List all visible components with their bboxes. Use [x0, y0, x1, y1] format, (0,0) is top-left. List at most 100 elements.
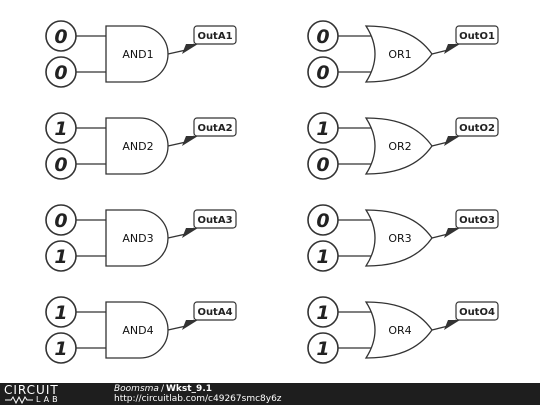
input-pin-1[interactable] — [45, 204, 77, 236]
meta-separator: / — [160, 384, 164, 394]
circuit-title[interactable]: Wkst_9.1 — [165, 384, 212, 394]
input-value-1: 1 — [316, 302, 329, 324]
input-value-1: 0 — [316, 210, 329, 232]
circuit-or2: 1 0 OR2 OutO2 — [307, 112, 499, 180]
circuit-and3: 0 1 AND3 OutA3 — [45, 204, 237, 272]
circuit-url-link[interactable]: http://circuitlab.com/c49267smc8y6z — [114, 394, 282, 404]
output-probe-label: OutO3 — [459, 215, 495, 226]
or-gate-body[interactable] — [364, 301, 433, 359]
input-pin-2[interactable] — [45, 332, 77, 364]
input-value-2: 1 — [316, 246, 329, 268]
input-value-2: 0 — [316, 62, 329, 84]
output-probe[interactable] — [193, 25, 237, 45]
circuit-and2: 1 0 AND2 OutA2 — [45, 112, 237, 180]
output-probe[interactable] — [193, 301, 237, 321]
input-pin-2[interactable] — [307, 56, 339, 88]
output-probe-label: OutA3 — [197, 215, 232, 226]
output-probe-label: OutO1 — [459, 31, 495, 42]
input-value-1: 1 — [54, 118, 67, 140]
output-probe-label: OutO4 — [459, 307, 495, 318]
input-pin-2[interactable] — [307, 240, 339, 272]
input-value-1: 0 — [316, 26, 329, 48]
output-probe[interactable] — [455, 301, 499, 321]
input-wire — [338, 219, 374, 257]
input-pin-1[interactable] — [307, 296, 339, 328]
output-probe[interactable] — [193, 117, 237, 137]
logo-text-circuit: CIRCUIT — [4, 383, 59, 397]
circuitlab-logo[interactable]: CIRCUIT LAB — [4, 384, 106, 404]
probe-pointer — [182, 320, 198, 330]
input-wire — [338, 35, 374, 73]
input-pin-1[interactable] — [307, 20, 339, 52]
input-value-1: 0 — [54, 210, 67, 232]
input-value-2: 0 — [316, 154, 329, 176]
probe-pointer — [444, 136, 460, 146]
probe-pointer — [182, 136, 198, 146]
output-probe[interactable] — [193, 209, 237, 229]
and-gate-body[interactable] — [105, 301, 169, 359]
input-value-1: 0 — [54, 26, 67, 48]
probe-pointer — [444, 320, 460, 330]
or-gate-body[interactable] — [364, 117, 433, 175]
and-gate-body[interactable] — [105, 209, 169, 267]
input-pin-1[interactable] — [45, 20, 77, 52]
input-pin-2[interactable] — [307, 332, 339, 364]
input-pin-1[interactable] — [307, 204, 339, 236]
probe-pointer — [182, 44, 198, 54]
input-wire — [76, 311, 106, 349]
gate-label: AND3 — [122, 232, 153, 245]
input-pin-2[interactable] — [45, 56, 77, 88]
or-gate-body[interactable] — [364, 25, 433, 83]
footer-bar: CIRCUIT LAB Boomsma/Wkst_9.1 http://circ… — [0, 383, 540, 405]
probe-pointer — [444, 228, 460, 238]
input-pin-1[interactable] — [45, 112, 77, 144]
input-pin-2[interactable] — [45, 240, 77, 272]
input-pin-2[interactable] — [307, 148, 339, 180]
gate-label: AND2 — [122, 140, 153, 153]
input-value-1: 1 — [54, 302, 67, 324]
input-pin-1[interactable] — [45, 296, 77, 328]
output-probe-label: OutA1 — [197, 31, 232, 42]
input-value-2: 0 — [54, 154, 67, 176]
output-probe[interactable] — [455, 25, 499, 45]
author-link[interactable]: Boomsma — [114, 384, 159, 394]
input-pin-2[interactable] — [45, 148, 77, 180]
input-wire — [338, 311, 374, 349]
input-value-2: 0 — [54, 62, 67, 84]
and-gate-body[interactable] — [105, 25, 169, 83]
and-gate-body[interactable] — [105, 117, 169, 175]
output-probe-label: OutO2 — [459, 123, 495, 134]
input-wire — [76, 219, 106, 257]
gate-label: OR4 — [388, 324, 411, 337]
gate-label: OR2 — [388, 140, 411, 153]
or-gate-body[interactable] — [364, 209, 433, 267]
gate-label: AND4 — [122, 324, 153, 337]
resistor-logo-icon — [5, 396, 33, 404]
output-probe[interactable] — [455, 117, 499, 137]
input-value-2: 1 — [54, 338, 67, 360]
output-probe-label: OutA2 — [197, 123, 232, 134]
circuit-meta: Boomsma/Wkst_9.1 http://circuitlab.com/c… — [114, 384, 282, 404]
input-wire — [76, 35, 106, 73]
gate-label: OR3 — [388, 232, 411, 245]
logo-text-lab: LAB — [36, 395, 61, 404]
gate-label: AND1 — [122, 48, 153, 61]
output-probe[interactable] — [455, 209, 499, 229]
input-wire — [338, 127, 374, 165]
gate-label: OR1 — [388, 48, 411, 61]
circuit-or3: 0 1 OR3 OutO3 — [307, 204, 499, 272]
input-value-2: 1 — [316, 338, 329, 360]
input-pin-1[interactable] — [307, 112, 339, 144]
input-value-1: 1 — [316, 118, 329, 140]
probe-pointer — [444, 44, 460, 54]
probe-pointer — [182, 228, 198, 238]
output-probe-label: OutA4 — [197, 307, 232, 318]
input-wire — [76, 127, 106, 165]
input-value-2: 1 — [54, 246, 67, 268]
